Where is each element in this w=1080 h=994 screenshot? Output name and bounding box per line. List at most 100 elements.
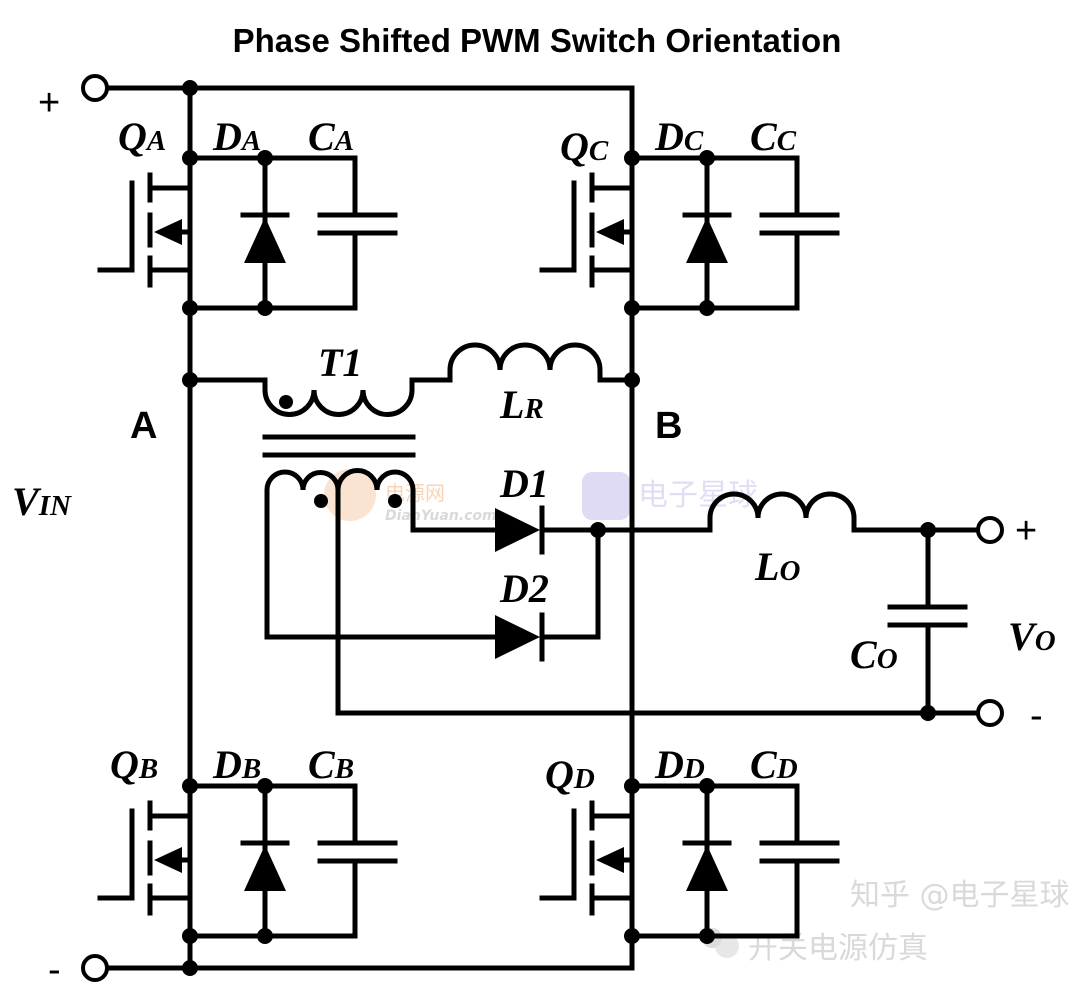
node-a-label: A: [130, 405, 157, 447]
body-diode-arrow-icon: [154, 847, 182, 873]
co-label: CO: [850, 632, 898, 677]
cc-label: CC: [750, 114, 797, 159]
junction-dot: [257, 778, 273, 794]
capacitor-co: [887, 527, 968, 716]
junction-dot: [257, 928, 273, 944]
transformer-core: [262, 434, 416, 458]
cc-label-sub: C: [777, 125, 797, 157]
rectifier-wires: [264, 505, 713, 662]
mosfet-qb: [97, 783, 193, 916]
da-label-main: D: [212, 114, 242, 159]
dd-label: DD: [654, 742, 705, 787]
qa-label-main: Q: [118, 114, 147, 159]
capacitor-cd: [629, 783, 840, 939]
junction-dot: [624, 778, 640, 794]
capacitor-cb: [187, 783, 398, 939]
dc-label: DC: [654, 114, 704, 159]
vin-label: VIN: [12, 479, 72, 524]
polarity-dot: [314, 494, 328, 508]
junction-dot: [624, 372, 640, 388]
co-label-sub: O: [877, 643, 898, 675]
vo-label-main: V: [1008, 614, 1038, 659]
mosfet-qc: [539, 155, 635, 288]
center-tap-wire: [335, 487, 981, 716]
qd-label-sub: D: [573, 763, 595, 795]
vin-minus-sign: -: [48, 949, 61, 991]
watermark-text: 知乎 @电子星球: [850, 878, 1070, 913]
diode-db: [244, 845, 286, 891]
dd-label-main: D: [654, 742, 684, 787]
polarity-dot: [279, 395, 293, 409]
mosfet-qd: [539, 783, 635, 916]
junction-dot: [182, 300, 198, 316]
capacitor-ca: [187, 155, 398, 311]
switch-module-b: [97, 778, 398, 944]
junction-dot: [182, 80, 198, 96]
node-b-label: B: [655, 405, 682, 447]
transformer-primary: [187, 377, 453, 417]
lo-label: LO: [754, 544, 800, 589]
junction-dot: [699, 300, 715, 316]
capacitor-cc: [629, 155, 840, 311]
robot-logo-icon: [582, 472, 630, 520]
switch-module-c: [539, 150, 840, 316]
vo-plus-terminal[interactable]: [976, 516, 1004, 544]
vin-plus-terminal[interactable]: [81, 74, 109, 102]
vo-plus-sign: +: [1015, 510, 1037, 552]
junction-dot: [920, 705, 936, 721]
junction-dot: [590, 522, 606, 538]
ca-label-main: C: [308, 114, 336, 159]
co-label-main: C: [850, 632, 878, 677]
db-label-sub: B: [241, 753, 261, 785]
qb-label: QB: [110, 742, 158, 787]
lr-label: LR: [499, 382, 544, 427]
diode-dc: [686, 217, 728, 263]
wechat-icon: [715, 934, 739, 958]
ca-label: CA: [308, 114, 354, 159]
junction-dot: [624, 300, 640, 316]
switch-module-d: [539, 778, 840, 944]
vin-label-sub: IN: [38, 490, 72, 522]
qc-label: QC: [560, 124, 609, 169]
cb-label-main: C: [308, 742, 336, 787]
qa-label: QA: [118, 114, 166, 159]
qc-label-sub: C: [589, 135, 609, 167]
junction-dot: [182, 960, 198, 976]
cd-label-main: C: [750, 742, 778, 787]
vo-minus-terminal[interactable]: [976, 699, 1004, 727]
lr-label-sub: R: [523, 393, 543, 425]
inductor-lo: [707, 491, 981, 533]
junction-dot: [257, 150, 273, 166]
lr-label-main: L: [499, 382, 524, 427]
junction-dot: [624, 928, 640, 944]
t1-label: T1: [318, 340, 362, 385]
cc-label-main: C: [750, 114, 778, 159]
watermark-dianzi: 电子星球: [582, 472, 758, 520]
cb-label-sub: B: [334, 753, 354, 785]
vo-label-sub: O: [1035, 625, 1056, 657]
polarity-dot: [388, 494, 402, 508]
dd-label-sub: D: [683, 753, 705, 785]
watermark-bottom: 开关电源仿真 知乎 @电子星球: [702, 878, 1070, 966]
da-label: DA: [212, 114, 261, 159]
switch-module-a: [97, 150, 398, 316]
vin-minus-terminal[interactable]: [81, 954, 109, 982]
lo-label-sub: O: [779, 555, 800, 587]
junction-dot: [699, 150, 715, 166]
qa-label-sub: A: [145, 125, 166, 157]
d2-label: D2: [499, 566, 549, 611]
junction-dot: [699, 928, 715, 944]
diode-dd: [686, 845, 728, 891]
junction-dot: [699, 778, 715, 794]
vo-label: VO: [1008, 614, 1056, 659]
mosfet-qa: [97, 155, 193, 288]
qc-label-main: Q: [560, 124, 589, 169]
diagram-title: Phase Shifted PWM Switch Orientation: [233, 22, 842, 59]
ca-label-sub: A: [333, 125, 354, 157]
watermark-text: DianYuan.com: [385, 508, 497, 524]
transformer-secondary: [264, 468, 498, 640]
junction-dot: [182, 778, 198, 794]
qd-label-main: Q: [545, 752, 574, 797]
vo-minus-sign: -: [1030, 695, 1043, 737]
